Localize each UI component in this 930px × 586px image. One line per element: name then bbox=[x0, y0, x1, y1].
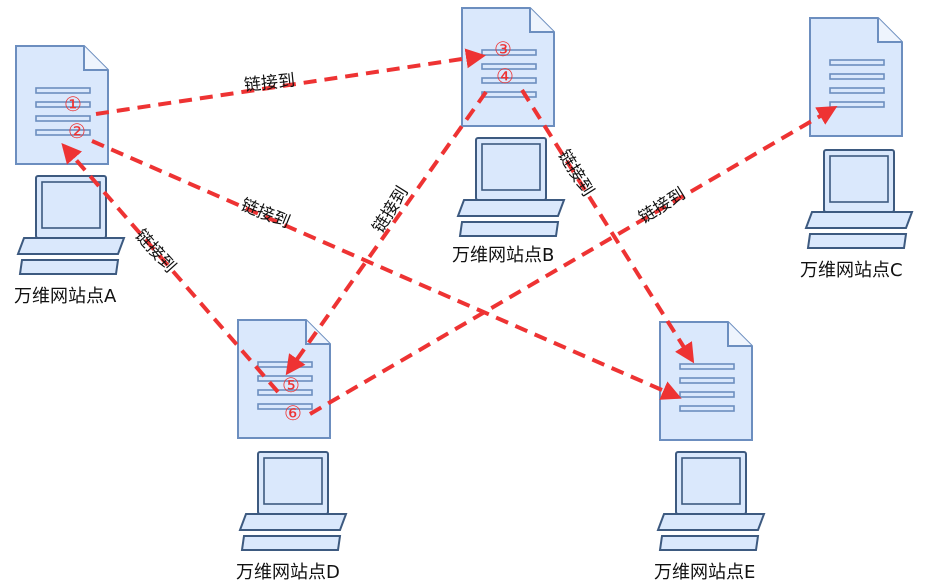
link-1-to-b bbox=[95, 48, 486, 116]
site-c-document-icon bbox=[809, 17, 903, 137]
site-b-label: 万维网站点B bbox=[452, 245, 554, 266]
site-a-document-icon bbox=[15, 45, 109, 165]
marker-2: ② bbox=[68, 119, 86, 143]
marker-6: ⑥ bbox=[284, 401, 302, 425]
site-e-computer-icon bbox=[657, 451, 765, 551]
marker-5: ⑤ bbox=[282, 373, 300, 397]
link-5-to-a bbox=[61, 142, 280, 394]
site-a-label: 万维网站点A bbox=[14, 286, 117, 307]
link-4-to-d bbox=[285, 90, 488, 376]
marker-4: ④ bbox=[496, 64, 514, 88]
link-label-4: 链接到 bbox=[554, 146, 598, 200]
site-e: 万维网站点E bbox=[654, 321, 765, 583]
site-b: 万维网站点B bbox=[452, 7, 565, 266]
site-a-computer-icon bbox=[17, 175, 125, 275]
marker-1: ① bbox=[64, 92, 82, 116]
link-label-3: 链接到 bbox=[369, 183, 413, 237]
link-2-to-e bbox=[91, 139, 682, 400]
site-d-label: 万维网站点D bbox=[236, 562, 340, 583]
link-6-to-c bbox=[308, 105, 838, 416]
link-4-to-e bbox=[520, 88, 695, 364]
link-label-2: 链接到 bbox=[238, 195, 293, 233]
site-c-computer-icon bbox=[805, 149, 913, 249]
site-c-label: 万维网站点C bbox=[800, 260, 903, 281]
links bbox=[61, 48, 838, 416]
site-a: 万维网站点A bbox=[14, 45, 125, 307]
link-labels: 链接到 链接到 链接到 链接到 链接到 链接到 bbox=[131, 71, 690, 277]
site-e-label: 万维网站点E bbox=[654, 562, 755, 583]
link-label-6: 链接到 bbox=[635, 184, 689, 228]
site-c: 万维网站点C bbox=[800, 17, 913, 281]
site-b-computer-icon bbox=[457, 137, 565, 237]
link-label-5: 链接到 bbox=[131, 226, 180, 277]
link-label-1: 链接到 bbox=[243, 71, 296, 96]
site-e-document-icon bbox=[659, 321, 753, 441]
marker-3: ③ bbox=[494, 37, 512, 61]
markers: ① ② ③ ④ ⑤ ⑥ bbox=[64, 37, 514, 425]
site-d-computer-icon bbox=[239, 451, 347, 551]
site-d: 万维网站点D bbox=[236, 319, 347, 583]
